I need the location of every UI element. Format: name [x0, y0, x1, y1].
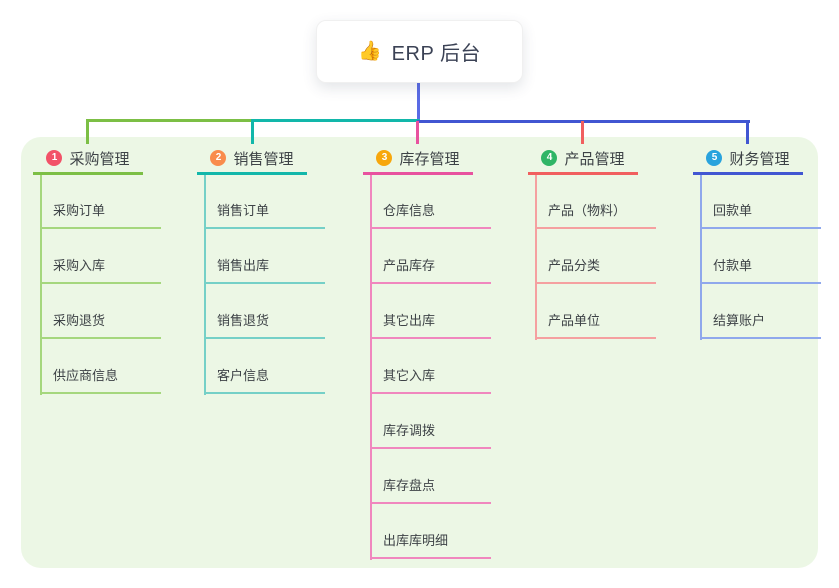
- branch-label: 产品管理: [564, 150, 625, 168]
- child-rail: [535, 175, 537, 340]
- root-stem-connector: [417, 83, 420, 121]
- connector-branch1-horizontal: [86, 119, 253, 122]
- branch-number-badge: 1: [46, 150, 63, 166]
- child-node[interactable]: 采购退货: [40, 311, 161, 339]
- child-node[interactable]: 其它出库: [370, 311, 491, 339]
- connector-branch4-drop: [581, 121, 584, 144]
- branch-label: 采购管理: [69, 150, 130, 168]
- child-node[interactable]: 客户信息: [204, 366, 325, 394]
- child-node[interactable]: 付款单: [700, 256, 821, 284]
- branch-label: 库存管理: [399, 150, 460, 168]
- mindmap-background-panel: [21, 137, 818, 568]
- branch-number-badge: 3: [376, 150, 393, 166]
- child-node[interactable]: 产品库存: [370, 256, 491, 284]
- root-node[interactable]: 👍 ERP 后台: [316, 20, 523, 83]
- child-rail: [370, 175, 372, 560]
- child-node[interactable]: 仓库信息: [370, 201, 491, 229]
- branch-label: 销售管理: [233, 150, 294, 168]
- child-node[interactable]: 其它入库: [370, 366, 491, 394]
- child-node[interactable]: 库存盘点: [370, 476, 491, 504]
- child-node[interactable]: 库存调拨: [370, 421, 491, 449]
- branch-number-badge: 5: [706, 150, 723, 166]
- child-node[interactable]: 销售退货: [204, 311, 325, 339]
- child-node[interactable]: 结算账户: [700, 311, 821, 339]
- connector-branch2-drop: [251, 119, 254, 144]
- connector-branch3-drop: [416, 121, 419, 144]
- branch-header[interactable]: 3 库存管理: [363, 144, 473, 175]
- child-rail: [40, 175, 42, 395]
- branch-number-badge: 4: [541, 150, 558, 166]
- branch-number-badge: 2: [210, 150, 227, 166]
- child-node[interactable]: 销售出库: [204, 256, 325, 284]
- child-node[interactable]: 产品单位: [535, 311, 656, 339]
- child-rail: [700, 175, 702, 340]
- child-node[interactable]: 销售订单: [204, 201, 325, 229]
- branch-header[interactable]: 4 产品管理: [528, 144, 638, 175]
- child-node[interactable]: 采购入库: [40, 256, 161, 284]
- child-node[interactable]: 回款单: [700, 201, 821, 229]
- connector-branch1-drop: [86, 119, 89, 144]
- connector-branch2-horizontal: [251, 119, 420, 122]
- child-node[interactable]: 供应商信息: [40, 366, 161, 394]
- child-node[interactable]: 产品（物料）: [535, 201, 656, 229]
- branch-header[interactable]: 5 财务管理: [693, 144, 803, 175]
- connector-branch5-drop: [746, 120, 749, 144]
- child-node[interactable]: 采购订单: [40, 201, 161, 229]
- branch-label: 财务管理: [729, 150, 790, 168]
- root-title: ERP 后台: [391, 43, 481, 65]
- branch-header[interactable]: 2 销售管理: [197, 144, 307, 175]
- child-rail: [204, 175, 206, 395]
- branch-header[interactable]: 1 采购管理: [33, 144, 143, 175]
- child-node[interactable]: 出库库明细: [370, 531, 491, 559]
- child-node[interactable]: 产品分类: [535, 256, 656, 284]
- thumbs-up-icon: 👍: [358, 41, 382, 62]
